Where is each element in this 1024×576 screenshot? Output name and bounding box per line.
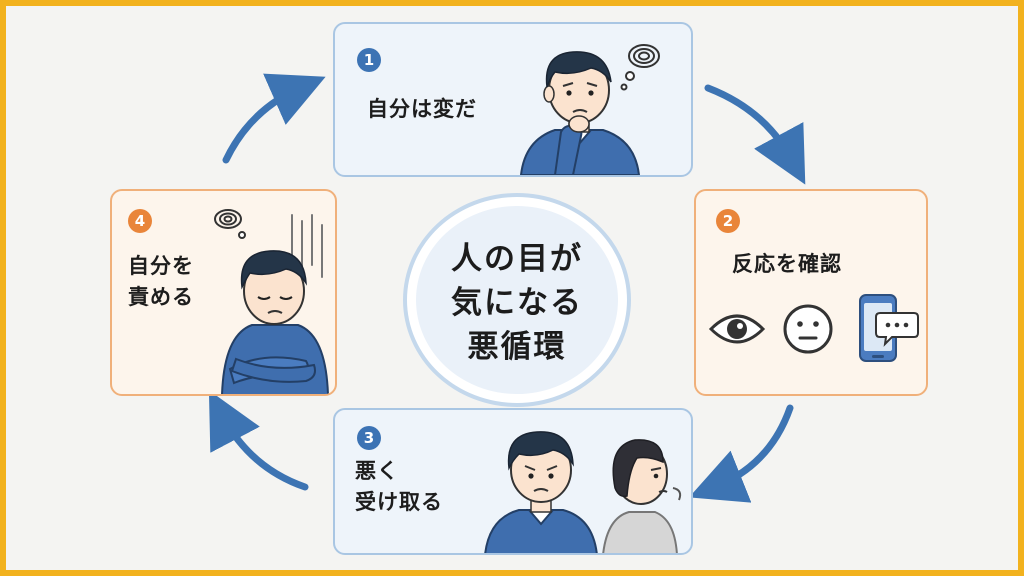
center-title-line-3: 悪循環 [467, 329, 567, 365]
step-badge-2: 2 [716, 209, 740, 233]
arrow-3-to-4 [208, 390, 309, 491]
center-title-line-2: 気になる [451, 285, 583, 321]
step-label-4: 自分を 責める [128, 251, 194, 313]
step-2-line-1: 反応を確認 [732, 252, 842, 276]
center-circle-fill [416, 206, 618, 394]
worried-man-thinking-illustration [519, 44, 660, 175]
step-badge-4: 4 [128, 209, 152, 233]
center-circle: 人の目が 気になる 悪循環 [403, 193, 631, 407]
center-title: 人の目が 気になる 悪循環 [407, 237, 627, 369]
center-title-line-1: 人の目が [451, 241, 583, 277]
eye-icon [708, 314, 766, 344]
neutral-face-icon [783, 304, 833, 354]
step-4-line-1: 自分を [128, 254, 194, 278]
cycle-arrows [208, 73, 806, 503]
phone-chat-icon [859, 294, 919, 362]
dejected-man-arms-crossed-illustration [214, 209, 329, 394]
man-and-woman-illustration [484, 431, 682, 553]
step-badge-3: 3 [357, 426, 381, 450]
step-3-line-1: 悪く [355, 459, 399, 483]
step-card-2: 2 反応を確認 [694, 189, 928, 396]
step-4-line-2: 責める [128, 285, 194, 309]
step-card-3: 3 悪く 受け取る [333, 408, 693, 555]
step-card-1: 1 自分は変だ [333, 22, 693, 177]
arrow-2-to-3 [689, 404, 794, 503]
step-label-1: 自分は変だ [367, 94, 477, 125]
step-label-3: 悪く 受け取る [355, 456, 443, 518]
arrow-1-to-2 [704, 84, 806, 185]
step-1-line-1: 自分は変だ [367, 97, 477, 121]
step-badge-1: 1 [357, 48, 381, 72]
step-card-4: 4 自分を 責める [110, 189, 337, 396]
step-3-line-2: 受け取る [355, 490, 443, 514]
worry-swirl-icon [214, 209, 246, 239]
step-label-2: 反応を確認 [732, 249, 842, 280]
arrow-4-to-1 [222, 73, 326, 164]
worry-swirl-icon [620, 44, 660, 91]
